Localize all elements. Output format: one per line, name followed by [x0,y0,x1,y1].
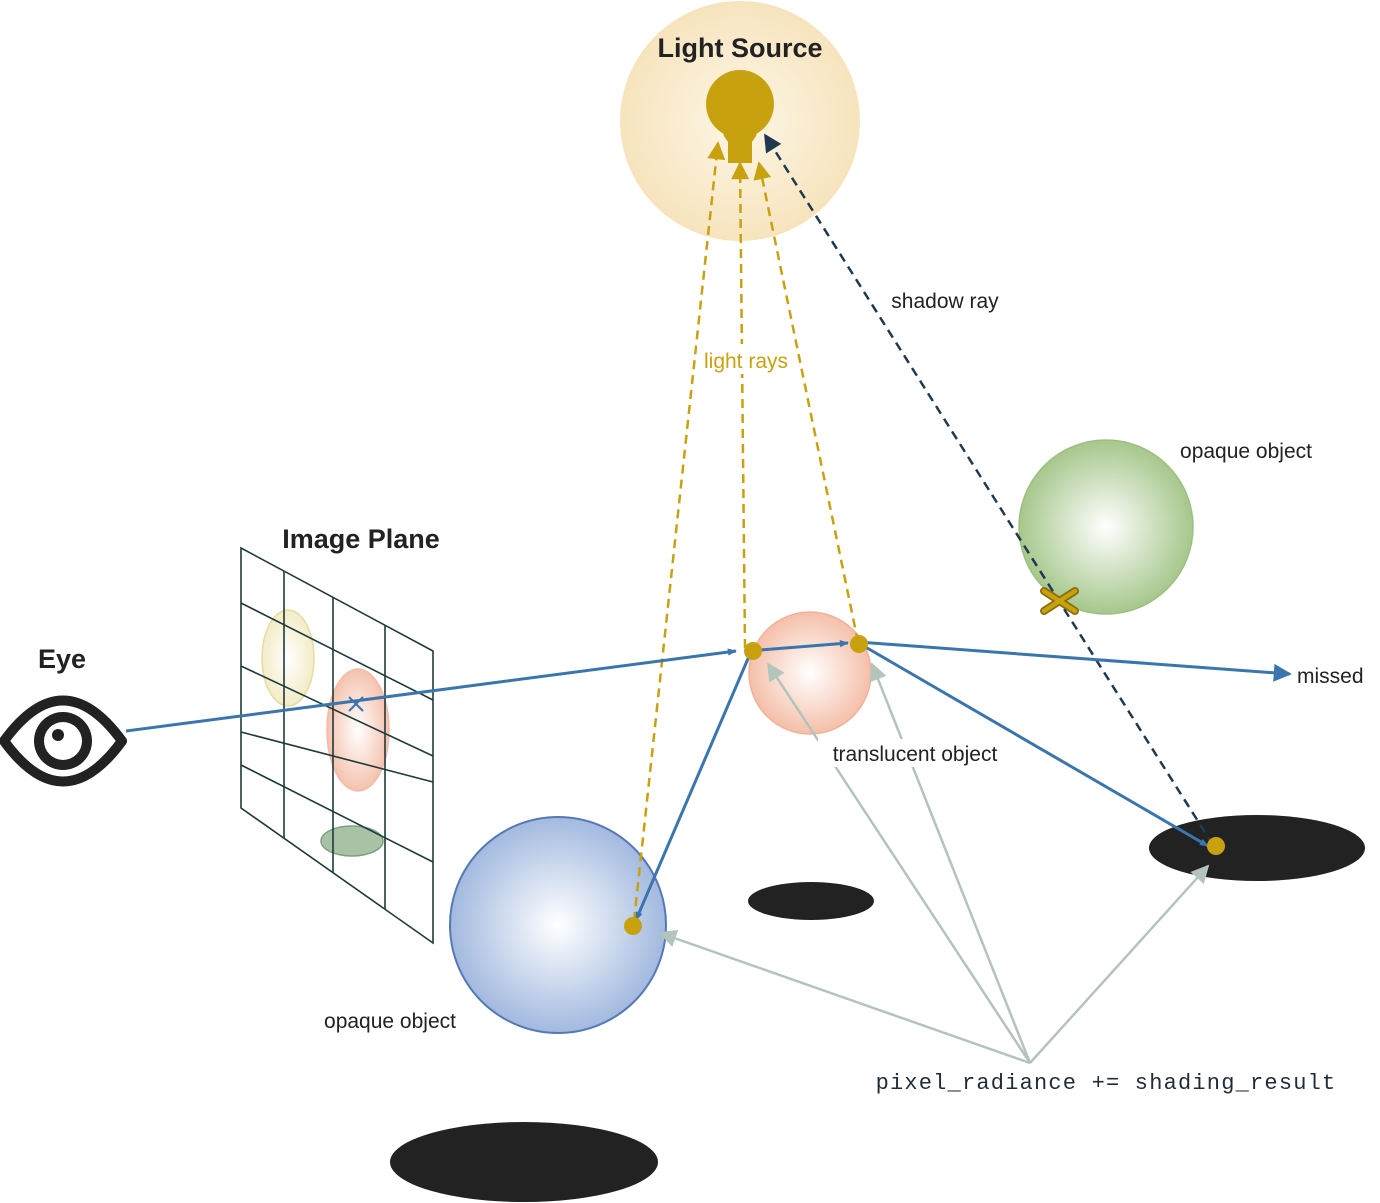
opaque-object-green-label: opaque object [1180,440,1312,463]
hit-point-translucent-front [744,642,762,660]
floor-shadow-green-sphere [1149,815,1365,881]
primary-rays [125,640,1292,921]
opaque-object-blue-label: opaque object [324,1010,456,1033]
hit-point-floor-shadow [1207,837,1225,855]
light-source-label: Light Source [657,33,822,63]
hit-point-translucent-back [850,635,868,653]
translucent-object-sphere [748,611,872,735]
image-plane-grid [240,546,434,945]
floor-shadow-translucent-sphere [748,882,874,920]
blocked-x-icon [1040,587,1079,615]
eye-icon [0,695,127,787]
shading-arrows [658,662,1210,1065]
image-plane-label: Image Plane [282,524,440,554]
light-rays [632,141,860,922]
shadow-ray-label: shadow ray [891,290,999,313]
opaque-object-blue-sphere [449,816,667,1034]
projection-pink [326,668,390,792]
projection-yellow [261,609,315,707]
opaque-object-green-sphere [1018,439,1194,615]
floor-shadow-blue-sphere [390,1122,658,1202]
missed-label: missed [1297,665,1364,688]
shadow-ray [763,133,1215,846]
pixel-x-icon [348,696,364,712]
light-bulb-icon [706,70,774,163]
translucent-object-label: translucent object [833,743,998,766]
hit-point-blue-sphere [624,917,642,935]
shading-formula: pixel_radiance += shading_result [876,1071,1337,1096]
light-rays-label: light rays [704,350,788,373]
eye-label: Eye [38,644,86,674]
projection-green [320,825,384,857]
